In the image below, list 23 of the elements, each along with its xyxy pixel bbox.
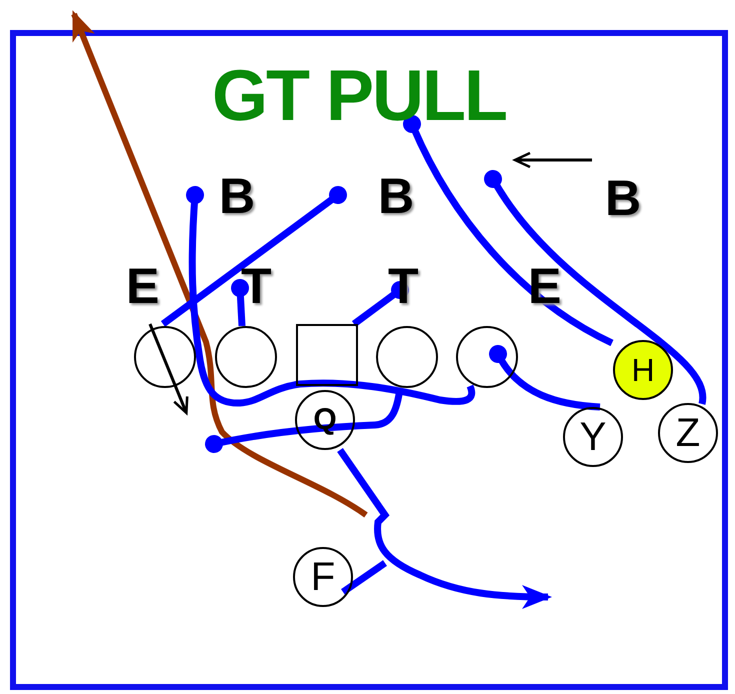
defender-letter: E <box>126 261 160 311</box>
play-title: GT PULL <box>212 60 506 132</box>
defender-letter: T <box>241 261 272 311</box>
player-circle <box>376 326 438 388</box>
block-route-line <box>403 115 614 346</box>
center-square <box>296 324 358 386</box>
block-route-line <box>489 345 600 410</box>
player-circle <box>215 326 277 388</box>
block-route-line <box>186 186 475 406</box>
route-line <box>341 560 387 595</box>
defender-letter: B <box>378 171 414 221</box>
player-circle: H <box>613 340 673 400</box>
defender-letter: E <box>528 261 562 311</box>
block-route-line <box>160 186 347 327</box>
defender-letter: B <box>219 171 256 221</box>
player-circle <box>456 326 518 388</box>
player-circle: Y <box>563 407 623 467</box>
defender-letter: B <box>605 173 642 223</box>
player-circle: F <box>293 547 353 607</box>
block-route-line <box>484 170 706 404</box>
player-circle: Z <box>658 403 718 463</box>
route-arrow <box>337 448 552 609</box>
player-circle <box>134 326 196 388</box>
